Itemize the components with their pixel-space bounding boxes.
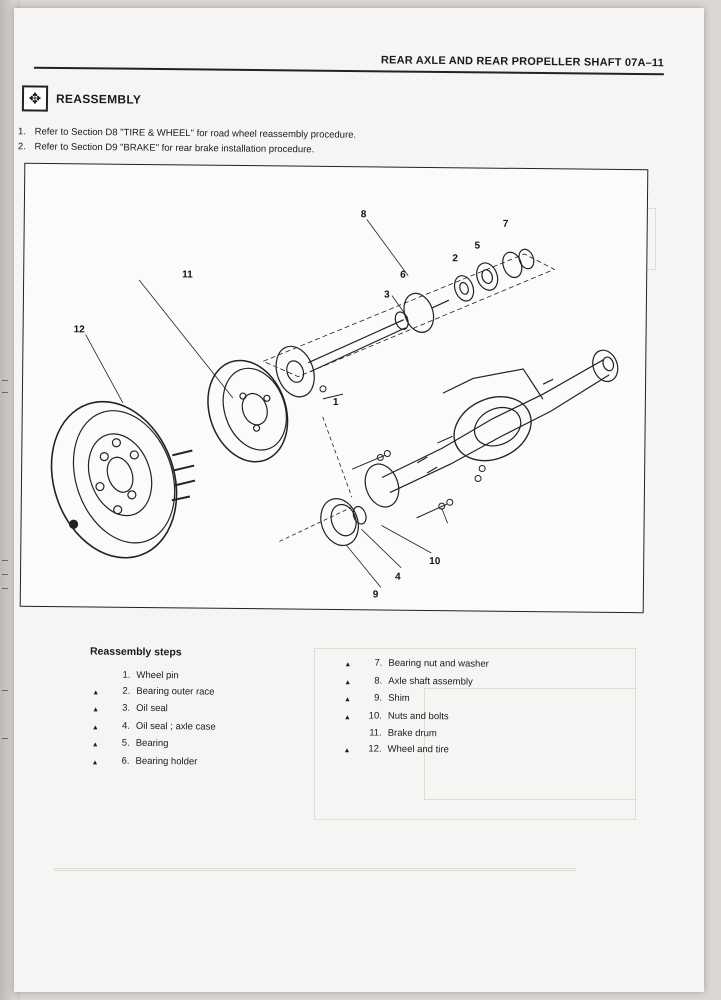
- step-label: Bearing: [135, 737, 169, 750]
- brake-drum-part: [207, 359, 289, 463]
- rear-axle-exploded-drawing: 12 11 8 6 3 2 5 7 1 4 10 9: [50, 209, 619, 600]
- reassembly-steps-title: Reassembly steps: [89, 645, 182, 659]
- step-number: 11.: [369, 727, 382, 739]
- step-label: Bearing outer race: [136, 685, 215, 698]
- axle-shaft-part: [275, 292, 450, 398]
- step-number: 8.: [374, 675, 383, 687]
- step-mark: ▲: [344, 678, 352, 686]
- callout-3: 3: [384, 290, 390, 301]
- step-number: 3.: [122, 702, 131, 714]
- step-label: Bearing holder: [135, 755, 198, 767]
- step-item: ▲ 8. Axle shaft assembly: [344, 673, 489, 692]
- nuts-and-bolts-part: [319, 385, 486, 519]
- manual-page: REAR AXLE AND REAR PROPELLER SHAFT 07A–1…: [14, 8, 704, 992]
- assembly-guide-line: [279, 416, 353, 542]
- section-title: REASSEMBLY: [55, 91, 142, 107]
- step-item: ▲ 3. Oil seal: [92, 700, 216, 719]
- reassembly-steps-left: 1. Wheel pin ▲ 2. Bearing outer race ▲ 3. Oil…: [91, 667, 216, 771]
- step-number: 12.: [368, 743, 382, 755]
- intro-note-text: Refer to Section D9 "BRAKE" for rear bra…: [34, 141, 315, 156]
- step-item: ▲ 6. Bearing holder: [91, 753, 215, 772]
- step-mark: ▲: [92, 688, 100, 696]
- callout-1: 1: [333, 397, 339, 408]
- shim-part: [320, 498, 367, 547]
- step-mark: ▲: [343, 746, 351, 754]
- wheel-and-tire-part: [50, 400, 196, 559]
- callout-11: 11: [182, 269, 193, 280]
- step-mark: ▲: [91, 758, 99, 766]
- assembly-guide-outline: [262, 253, 556, 378]
- axle-housing-part: [364, 349, 619, 508]
- intro-note-number: 2.: [17, 141, 26, 153]
- step-item: 11. Brake drum: [344, 725, 488, 742]
- step-number: 1.: [122, 669, 131, 681]
- callout-4: 4: [395, 572, 401, 583]
- page-header-title: REAR AXLE AND REAR PROPELLER SHAFT 07A–1…: [380, 54, 665, 70]
- step-label: Axle shaft assembly: [388, 675, 473, 688]
- reassembly-tool-icon: ✥: [21, 85, 49, 112]
- step-mark: [92, 667, 104, 683]
- callout-2: 2: [452, 253, 458, 264]
- wheel-pin-part: [68, 519, 79, 529]
- step-item: ▲ 4. Oil seal ; axle case: [92, 718, 216, 737]
- step-number: 10.: [368, 710, 382, 722]
- callout-7: 7: [503, 219, 509, 230]
- reassembly-steps-right: ▲ 7. Bearing nut and washer ▲ 8. Axle shaft …: [343, 655, 489, 760]
- callout-5: 5: [474, 240, 480, 251]
- step-item: ▲ 7. Bearing nut and washer: [344, 655, 489, 674]
- step-item: ▲ 10. Nuts and bolts: [344, 708, 489, 727]
- step-item: ▲ 5. Bearing: [92, 735, 216, 754]
- callout-9: 9: [373, 589, 379, 600]
- intro-note-text: Refer to Section D8 "TIRE & WHEEL" for r…: [34, 126, 357, 141]
- step-label: Brake drum: [387, 727, 437, 740]
- intro-notes: 1. Refer to Section D8 "TIRE & WHEEL" fo…: [18, 124, 356, 158]
- callout-12: 12: [74, 324, 86, 335]
- callout-6: 6: [400, 270, 406, 281]
- callout-labels: 12 11 8 6 3 2 5 7 1 4 10 9: [74, 209, 509, 600]
- callout-10: 10: [429, 556, 441, 567]
- step-item: ▲ 2. Bearing outer race: [92, 683, 216, 702]
- step-number: 2.: [122, 685, 131, 697]
- exploded-view-diagram: 12 11 8 6 3 2 5 7 1 4 10 9: [19, 162, 649, 614]
- step-label: Wheel and tire: [387, 743, 449, 755]
- step-mark: ▲: [344, 661, 352, 669]
- intro-note: 2. Refer to Section D9 "BRAKE" for rear …: [18, 139, 356, 158]
- step-mark: [344, 725, 356, 741]
- bleed-through-line: [54, 868, 576, 871]
- step-item: ▲ 9. Shim: [344, 690, 489, 709]
- step-item: ▲ 12. Wheel and tire: [343, 741, 488, 760]
- step-mark: ▲: [343, 713, 351, 721]
- step-label: Wheel pin: [136, 669, 179, 682]
- step-item: 1. Wheel pin: [92, 667, 216, 684]
- step-mark: ▲: [92, 706, 100, 714]
- step-mark: ▲: [344, 696, 352, 704]
- callout-8: 8: [361, 209, 367, 220]
- step-number: 5.: [121, 737, 130, 749]
- page-header: REAR AXLE AND REAR PROPELLER SHAFT 07A–1…: [33, 42, 665, 76]
- step-number: 9.: [374, 692, 383, 704]
- bearing-parts: [453, 248, 535, 302]
- step-mark: ▲: [91, 741, 99, 749]
- step-number: 4.: [121, 720, 130, 732]
- step-number: 6.: [121, 755, 130, 767]
- section-heading: ✥ REASSEMBLY: [21, 85, 142, 112]
- intro-note-number: 1.: [18, 126, 27, 138]
- step-label: Oil seal: [136, 702, 168, 715]
- step-label: Bearing nut and washer: [388, 657, 489, 670]
- bleed-through-box: [424, 688, 636, 800]
- step-mark: ▲: [91, 723, 99, 731]
- step-number: 7.: [374, 657, 383, 669]
- step-label: Oil seal ; axle case: [135, 720, 216, 733]
- step-label: Nuts and bolts: [387, 710, 449, 722]
- step-label: Shim: [388, 692, 410, 704]
